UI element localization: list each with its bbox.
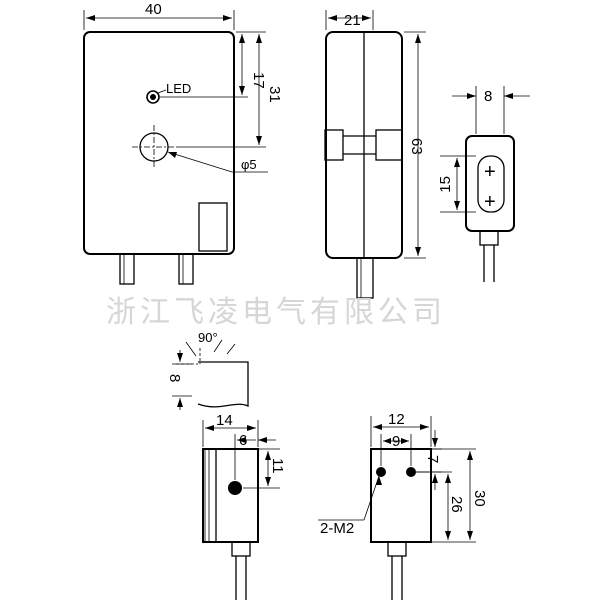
connector-view: + + 8 15 bbox=[437, 86, 530, 282]
dim-30: 30 bbox=[471, 490, 488, 507]
dim-11: 11 bbox=[269, 458, 286, 474]
dim-21: 21 bbox=[344, 12, 361, 29]
sensing-window bbox=[198, 202, 228, 252]
dim-7: 7 bbox=[424, 455, 441, 463]
dim-9: 9 bbox=[392, 433, 400, 450]
br-hole-right bbox=[406, 467, 416, 477]
front-view: 40 17 31 LED φ5 bbox=[83, 1, 283, 285]
dim-15: 15 bbox=[437, 176, 454, 193]
dim-6: 6 bbox=[239, 432, 247, 449]
dim-12: 12 bbox=[388, 411, 405, 428]
dim-phi5: φ5 bbox=[241, 157, 257, 172]
side-view: 21 63 bbox=[324, 10, 426, 299]
front-body bbox=[83, 31, 235, 255]
dim-40: 40 bbox=[145, 1, 162, 18]
dim-90deg: 90° bbox=[198, 330, 218, 345]
br-body bbox=[370, 448, 432, 543]
dim-63: 63 bbox=[408, 138, 425, 155]
watermark: 浙江飞凌电气有限公司 bbox=[106, 295, 446, 330]
bl-body bbox=[202, 448, 259, 543]
br-hole-left bbox=[376, 467, 386, 477]
angle-detail: 90° 8 bbox=[166, 330, 249, 410]
dim-26: 26 bbox=[448, 496, 465, 513]
plus-top: + bbox=[484, 161, 496, 183]
bl-hole bbox=[228, 481, 242, 495]
connector-body bbox=[465, 135, 515, 232]
dim-17: 17 bbox=[250, 72, 267, 89]
front-leg-left bbox=[119, 253, 135, 285]
bottom-right-view: 12 9 7 26 30 2-M2 bbox=[318, 411, 488, 600]
dim-8-top: 8 bbox=[484, 88, 492, 105]
dim-2-M2: 2-M2 bbox=[320, 520, 354, 537]
side-leg bbox=[356, 257, 374, 299]
dim-14: 14 bbox=[216, 412, 233, 429]
bottom-left-view: 14 6 11 bbox=[202, 412, 286, 600]
dim-8-detail: 8 bbox=[166, 374, 183, 382]
front-leg-right bbox=[178, 253, 194, 285]
dim-31: 31 bbox=[266, 86, 283, 103]
led-label: LED bbox=[166, 81, 191, 96]
plus-bottom: + bbox=[484, 191, 496, 213]
